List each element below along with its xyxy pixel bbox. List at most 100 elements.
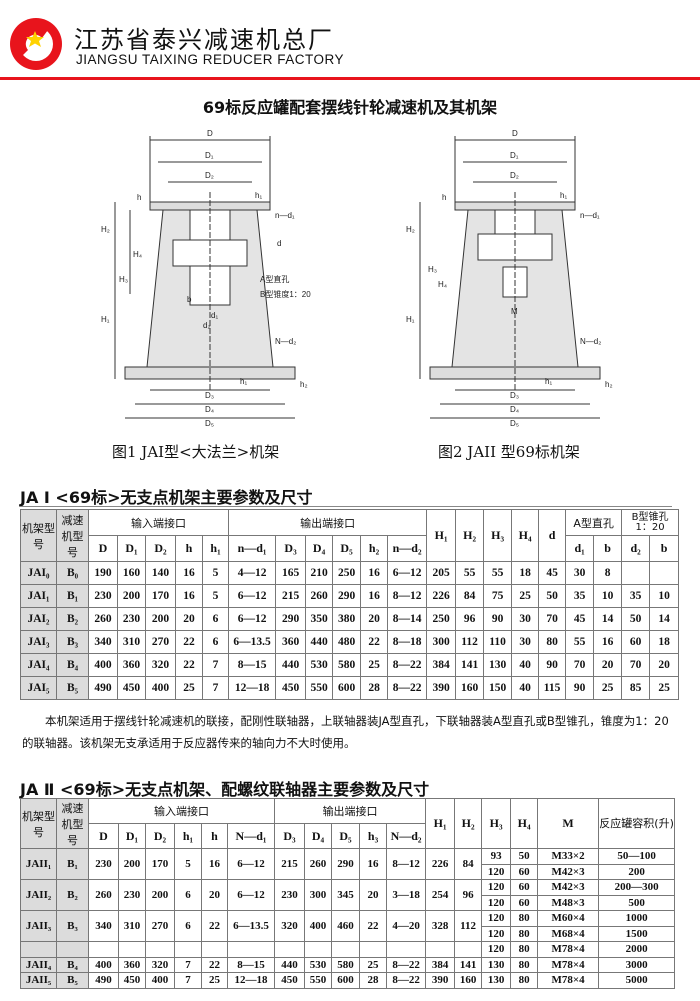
value-cell: 16 [359,848,388,880]
page-header: 江苏省泰兴减速机总厂 JIANGSU TAIXING REDUCER FACTO… [0,0,700,80]
label-N-d2: N—d₂ [275,337,296,346]
label-D4: D₄ [510,405,519,414]
value-cell: 270 [145,630,176,654]
value-cell: 384 [426,653,457,677]
value-cell: 85 [621,676,651,700]
value-cell [304,941,333,958]
label-n-d1: n—d₁ [275,211,295,220]
value-cell: 90 [483,607,513,631]
value-cell: 22 [175,653,203,677]
value-cell [359,941,388,958]
value-cell: 8—22 [387,653,428,677]
value-cell: 16 [175,561,203,585]
value-cell: 8—15 [226,956,276,973]
value-cell: 580 [331,956,361,973]
value-cell: 8—12 [387,584,428,608]
value-cell: 230 [88,848,119,880]
volume-cell: 50—100 [598,848,676,865]
value-cell: 340 [88,910,119,942]
value-cell: 90 [565,676,595,700]
value-cell: 8—22 [386,972,427,989]
value-cell: 6 [174,910,202,942]
header-H3: H₃ [483,509,513,562]
value-cell: 7 [201,653,230,677]
value-cell: 5 [201,561,230,585]
frame-model-cell: JAI₀ [20,561,57,585]
thread-M-cell: M42×3 [537,863,600,880]
value-cell: 25 [593,676,623,700]
header-col: D [88,535,118,562]
reducer-model-cell: B₂ [56,607,89,631]
header-col: N—d₂ [386,823,427,849]
value-cell [274,941,306,958]
value-cell: 490 [88,972,119,989]
value-cell: 20 [201,879,228,911]
value-cell: 210 [305,561,334,585]
value-cell: 328 [425,910,456,942]
header-col: h₁ [201,535,230,562]
H4-cell: 50 [510,848,539,865]
value-cell: 20 [593,653,623,677]
header-col: h [201,823,228,849]
value-cell: 170 [145,848,175,880]
header-M: M [537,798,600,849]
volume-cell: 3000 [598,956,676,973]
volume-cell: 1000 [598,910,676,927]
H3-cell: 130 [481,972,512,989]
value-cell: 200 [145,879,175,911]
reducer-model-cell: B₂ [56,879,89,911]
value-cell: 5 [201,584,230,608]
value-cell: 25 [649,676,680,700]
H4-cell: 80 [510,941,539,958]
value-cell: 84 [455,584,485,608]
value-cell [118,941,146,958]
value-cell: 30 [565,561,595,585]
value-cell: 16 [360,584,389,608]
value-cell: 230 [88,584,118,608]
value-cell: 600 [331,972,361,989]
value-cell: 18 [649,630,680,654]
value-cell: 400 [145,676,176,700]
label-b-taper: B型锥度1：20 [260,289,311,299]
value-cell: 260 [305,584,334,608]
value-cell: 160 [454,972,483,989]
value-cell: 4—12 [228,561,277,585]
label-D5: D₅ [205,419,214,427]
volume-cell: 200 [598,863,676,880]
value-cell: 25 [360,653,389,677]
value-cell: 600 [332,676,362,700]
value-cell: 190 [88,561,118,585]
label-d1: d₁ [211,311,218,320]
figure-1-drawing: D D₁ D₂ h h₁ n—d₁ d A型直孔 B型锥度1：20 H₂ H₄ … [101,129,311,427]
value-cell: 8—14 [387,607,428,631]
header-col: h₁ [174,823,202,849]
value-cell: 96 [455,607,485,631]
figure-2-drawing: D D₁ D₂ h h₁ n—d₁ H₂ H₃ H₄ H₁ M N—d₂ h₁ … [406,129,613,427]
header-H4: H₄ [510,798,539,849]
label-D2: D₂ [510,171,519,180]
value-cell: 400 [304,910,333,942]
value-cell: 260 [304,848,333,880]
H4-cell: 60 [510,863,539,880]
header-col: n—d₂ [387,535,428,562]
value-cell: 112 [455,630,485,654]
label-H4: H₄ [438,280,447,289]
header-H1: H₁ [426,509,457,562]
value-cell [621,561,651,585]
value-cell: 8—12 [386,848,427,880]
value-cell: 130 [483,653,513,677]
label-H4: H₄ [133,250,142,259]
value-cell: 70 [565,653,595,677]
company-name-en: JIANGSU TAIXING REDUCER FACTORY [76,52,345,67]
value-cell: 55 [455,561,485,585]
table-2: 机架型号 减速机型号 输入端接口 输出端接口 H₁ H₂ H₃ H₄ M 反应罐… [20,798,676,989]
value-cell: 250 [426,607,457,631]
value-cell: 310 [117,630,146,654]
value-cell: 40 [511,653,540,677]
value-cell [226,941,276,958]
value-cell: 60 [621,630,651,654]
value-cell: 70 [621,653,651,677]
value-cell: 8—22 [386,956,427,973]
value-cell: 6 [201,630,230,654]
